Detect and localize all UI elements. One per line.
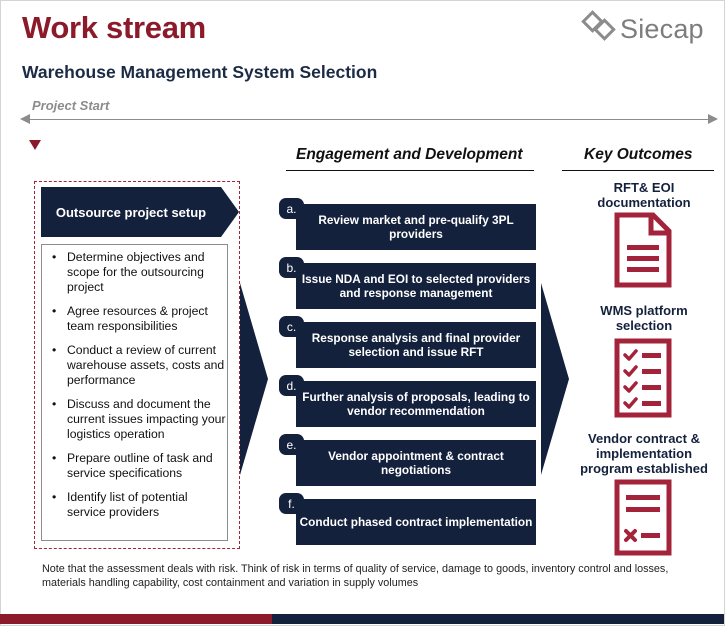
footer-bar-navy: [272, 614, 724, 624]
timeline-arrow-left-icon: [20, 114, 30, 124]
document-icon: [614, 212, 672, 288]
outcomes-heading-rule: [562, 170, 714, 171]
timeline-line: [22, 119, 715, 120]
setup-header-label: Outsource project setup: [55, 204, 207, 220]
checklist-icon: [614, 338, 672, 418]
siecap-logo: Siecap: [580, 9, 720, 47]
list-item: Conduct a review of current warehouse as…: [49, 343, 227, 388]
page-title: Work stream: [22, 10, 206, 45]
outcome-rft-eoi-label: RFT& EOI documentation: [597, 180, 691, 210]
list-item: Determine objectives and scope for the o…: [49, 250, 227, 295]
logo-text: Siecap: [620, 14, 704, 44]
flow-chevron-right-icon: [541, 283, 569, 475]
step-f-box: Conduct phased contract implementation: [296, 499, 536, 545]
list-item: Discuss and document the current issues …: [49, 397, 227, 442]
risk-note: Note that the assessment deals with risk…: [42, 563, 669, 589]
setup-task-list: Determine objectives and scope for the o…: [49, 250, 227, 529]
step-d-box: Further analysis of proposals, leading t…: [296, 381, 536, 427]
timeline-arrow-right-icon: [708, 114, 718, 124]
step-e-box: Vendor appointment & contract negotiatio…: [296, 440, 536, 486]
engagement-heading-rule: [286, 170, 534, 171]
outcome-vendor-contract-label: Vendor contract & implementation program…: [580, 431, 708, 476]
engagement-heading: Engagement and Development: [296, 146, 523, 163]
logo-diamond-icon: [581, 10, 616, 41]
list-item: Prepare outline of task and service spec…: [49, 451, 227, 481]
start-marker-icon: [29, 140, 41, 150]
outcome-wms-label: WMS platform selection: [600, 303, 688, 333]
step-c-box: Response analysis and final provider sel…: [296, 322, 536, 368]
outcomes-heading: Key Outcomes: [584, 146, 693, 163]
setup-dashed-frame: [34, 181, 240, 549]
setup-header-arrow-icon: [221, 187, 239, 237]
footer-bar-red: [0, 614, 272, 624]
page-subtitle: Warehouse Management System Selection: [22, 62, 378, 82]
contract-icon: [614, 479, 672, 556]
list-item: Identify list of potential service provi…: [49, 490, 227, 520]
project-start-label: Project Start: [32, 98, 110, 113]
step-a-box: Review market and pre-qualify 3PL provid…: [296, 204, 536, 250]
setup-header-bar: [41, 187, 221, 237]
list-item: Agree resources & project team responsib…: [49, 304, 227, 334]
flow-chevron-left-icon: [240, 283, 268, 475]
setup-list-box: [41, 244, 228, 541]
step-b-box: Issue NDA and EOI to selected providers …: [296, 263, 536, 309]
